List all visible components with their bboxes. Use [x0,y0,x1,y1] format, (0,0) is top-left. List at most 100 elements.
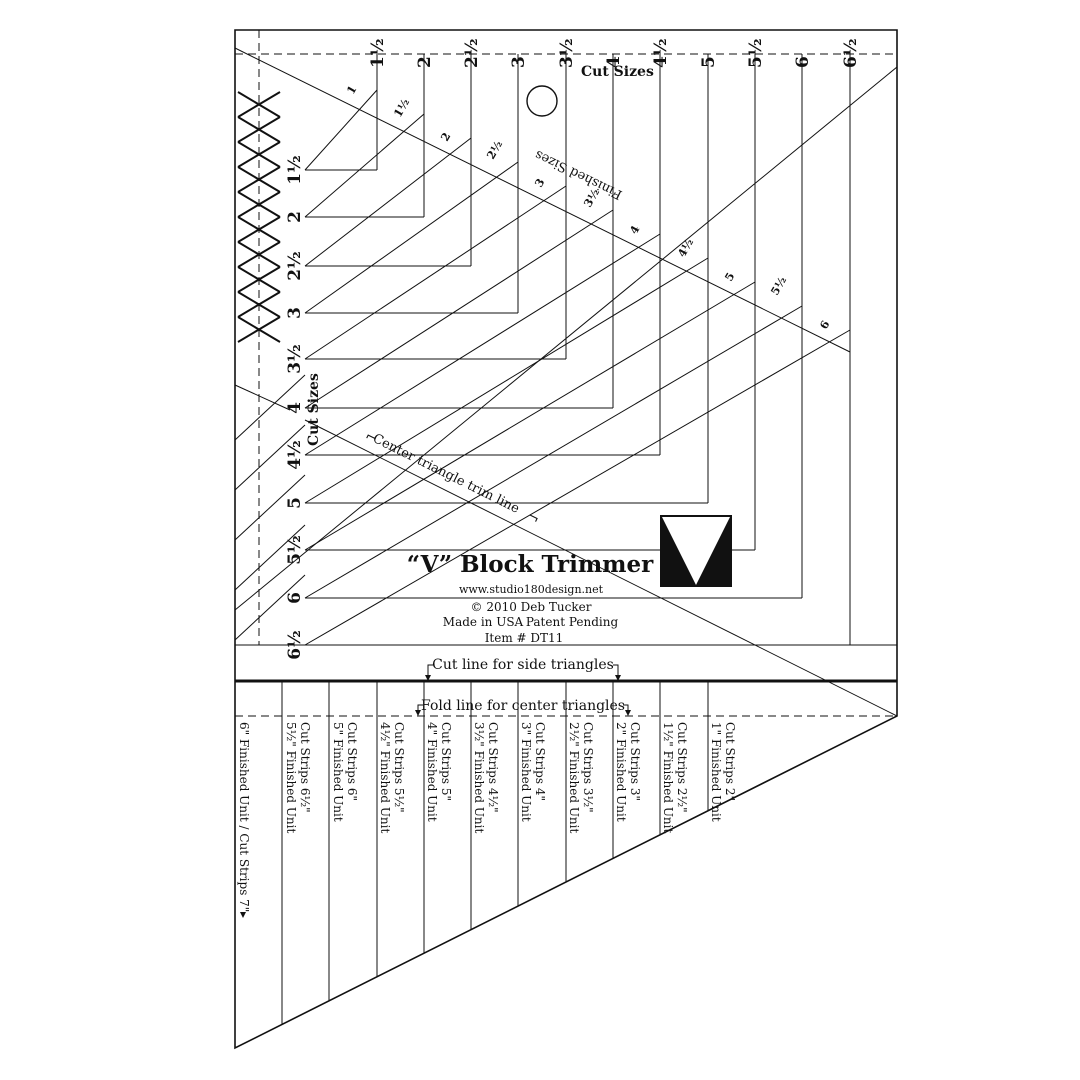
cross-hatch-line [237,241,281,268]
cross-hatch-line [237,316,281,343]
left-edge-diagonal [234,424,306,491]
top-cut-size-label: 4 [604,56,624,68]
strip-label-line2: Cut Strips 4½" [486,722,500,813]
strip-label-line1: 3½" Finished Unit [472,722,486,833]
cross-hatch-line [237,166,281,193]
triangle-diagonal-line [304,209,614,409]
cross-hatch-marks [237,91,281,343]
strip-label-line2: Cut Strips 6½" [298,722,312,813]
strip-label-line2: Cut Strips 5½" [392,722,406,813]
strip-label-line2: Cut Strips 2½" [675,722,689,813]
strip-label-line2: Cut Strips 2" [723,722,737,801]
triangle-diagonal-line [304,257,709,504]
left-cut-size-label: 5½ [285,535,305,565]
finished-size-label: 4½ [675,236,696,259]
top-cut-size-label: 2½ [462,38,482,68]
cross-hatch-line [237,91,281,118]
triangle-diagonal-line [304,113,425,218]
top-cut-size-label: 6 [793,56,813,68]
cut-sizes-top-label: Cut Sizes [581,64,654,80]
strip-lines [281,681,709,1025]
finished-size-label: 1½ [391,96,412,119]
cut-line-arrow-left [427,664,433,676]
triangle-diagonal-line [304,161,519,314]
item-number: Item # DT11 [485,631,564,645]
left-cut-size-label: 6½ [285,630,305,660]
strip-label-line2: Cut Strips 3½" [581,722,595,813]
v-logo [660,515,732,587]
cross-hatch-line [237,266,281,293]
cross-hatch-line [237,291,281,318]
left-cut-size-label: 2½ [285,251,305,281]
strip-label-line1: 2" Finished Unit [614,722,628,822]
trim-bracket-end: ¬ [524,508,542,528]
top-cut-size-label: 5½ [746,38,766,68]
left-cut-size-label: 2 [285,211,305,223]
made-in: Made in USA [443,615,524,629]
center-trim-label: Center triangle trim line [370,431,522,517]
finished-size-diagonal [234,47,851,353]
finished-size-label: 5½ [768,274,789,297]
product-title: “V” Block Trimmer [407,551,654,578]
fold-arrow-right [623,704,629,711]
strip-label-line2: Cut Strips 4" [533,722,547,801]
triangle-diagonal-line [304,185,567,360]
finished-size-label: 3 [532,176,547,189]
cut-sizes-left-label: Cut Sizes [306,373,322,446]
finished-size-label: 6 [817,318,832,331]
left-cut-size-label: 6 [285,592,305,604]
size-guide-lines [234,54,897,646]
triangle-diagonal-line [304,305,803,599]
triangle-diagonal-line [304,281,756,551]
top-cut-size-label: 2 [415,56,435,68]
center-trim-diagonal [304,419,898,717]
finished-size-label: 5 [722,270,737,283]
cut-line-side-label: Cut line for side triangles [432,657,614,673]
finished-sizes-label: Finished Sizes [533,147,625,202]
left-cut-size-label: 3½ [285,344,305,374]
left-edge-diagonal [234,524,306,591]
finished-size-label: 2 [438,130,453,143]
top-cut-size-label: 1½ [368,38,388,68]
finished-size-label: 1 [344,83,359,96]
finished-size-label: 4 [627,223,642,236]
strip-label-line1: 1½" Finished Unit [661,722,675,833]
left-cut-size-label: 5 [285,497,305,509]
strip-label-line1: 5" Finished Unit [331,722,345,822]
top-cut-size-label: 3½ [557,38,577,68]
strip-label-line1: 4½" Finished Unit [378,722,392,833]
cross-hatch-line [237,191,281,218]
fold-arrow-left [417,704,423,711]
strip-label-line2: Cut Strips 6" [345,722,359,801]
left-cut-size-label: 3 [285,307,305,319]
triangle-diagonal-line [304,329,851,646]
strip-label-line2: Cut Strips 5" [439,722,453,801]
triangle-diagonal-line [304,89,378,171]
left-cut-size-labels: 1½ 2 2½ 3 3½ 4 4½ 5 5½ 6 6½ [285,155,305,660]
strip-arrow [240,912,246,918]
strip-label-line1: 3" Finished Unit [519,722,533,822]
copyright: © 2010 Deb Tucker [471,600,592,614]
patent: Patent Pending [526,615,619,629]
left-cut-size-label: 1½ [285,155,305,185]
top-cut-size-label: 4½ [651,38,671,68]
top-cut-size-label: 3 [509,56,529,68]
website: www.studio180design.net [459,583,604,596]
triangle-diagonal-line [304,233,661,456]
hang-hole [526,85,558,117]
fold-line-center-label: Fold line for center triangles [421,698,625,714]
cut-line-arrow-right [613,664,619,676]
left-cut-size-label: 4½ [285,440,305,470]
strip-label-line1: 2½" Finished Unit [567,722,581,833]
left-edge-diagonal [234,574,306,641]
left-cut-size-label: 4 [285,402,305,414]
cross-hatch-line [237,216,281,243]
finished-size-label: 2½ [484,138,505,161]
strip-label-line1: 6" Finished Unit / Cut Strips 7" [237,722,251,912]
strip-label-line2: Cut Strips 3" [628,722,642,801]
cross-hatch-line [237,141,281,168]
top-cut-size-label: 6½ [841,38,861,68]
